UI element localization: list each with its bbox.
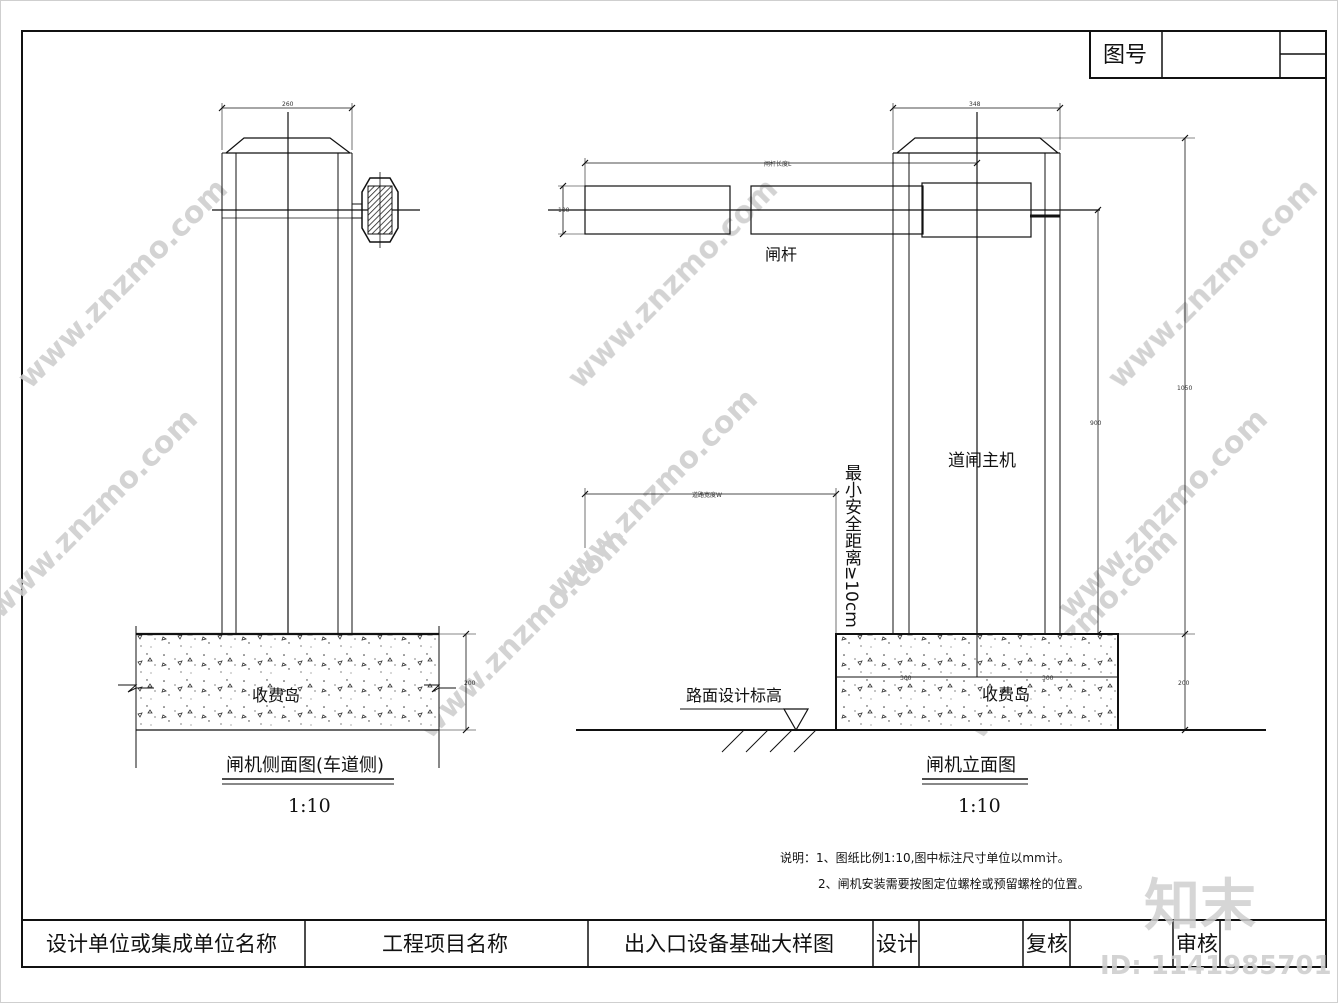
side-island-block: [136, 634, 439, 730]
design-unit-cell: 设计单位或集成单位名称: [46, 932, 277, 956]
side-width-dim: 260: [282, 101, 294, 108]
project-name-cell: 工程项目名称: [382, 932, 508, 956]
brand-logo: 知末: [1144, 874, 1256, 939]
drawing-number-box: 图号: [1089, 30, 1327, 79]
road-level-label: 路面设计标高: [686, 686, 782, 705]
design-cell: 设计: [876, 932, 918, 956]
side-view: 260 200 收费岛: [118, 101, 476, 817]
base-right-dim: 300: [1042, 675, 1054, 682]
drawing-number-label: 图号: [1103, 43, 1147, 68]
review-cell: 审核: [1176, 932, 1218, 956]
elevation-view-scale: 1:10: [958, 795, 1001, 817]
note-line-1: 说明：1、图纸比例1:10,图中标注尺寸单位以mm计。: [780, 850, 1070, 865]
title-block: 设计单位或集成单位名称 工程项目名称 出入口设备基础大样图 设计 复核 审核: [22, 919, 1326, 967]
elevation-view-title: 闸机立面图: [926, 755, 1016, 776]
boom-label: 闸杆: [765, 245, 797, 264]
side-view-title: 闸机侧面图(车道侧): [226, 755, 384, 776]
ground-hatch: [721, 729, 817, 753]
side-height-dim: 200: [464, 680, 476, 687]
safe-distance-label: 最小安全距离≥10cm: [841, 464, 862, 628]
total-height-dim: 1050: [1177, 385, 1192, 392]
boom-height-dim: 900: [1090, 420, 1102, 427]
elev-width-dim: 348: [969, 101, 981, 108]
side-island-label: 收费岛: [252, 686, 300, 705]
boom-arm: [548, 182, 1100, 238]
image-id-label: ID: 1141985701: [1100, 951, 1332, 981]
boom-length-dim: 闸杆长度L: [764, 160, 792, 168]
road-width-dim: 道路宽度W: [692, 491, 722, 499]
elevation-view: 348 闸杆长度L 100 闸杆 道闸主机: [548, 101, 1266, 817]
boom-cross-section: [351, 172, 399, 248]
side-view-scale: 1:10: [288, 795, 331, 817]
base-left-dim: 300: [900, 675, 912, 682]
boom-thickness-dim: 100: [558, 207, 570, 214]
base-height-dim: 200: [1178, 680, 1190, 687]
main-unit-label: 道闸主机: [948, 451, 1016, 471]
elev-island-label: 收费岛: [982, 685, 1030, 704]
drawing-frame: [21, 30, 1327, 968]
note-line-2: 2、闸机安装需要按图定位螺栓或预留螺栓的位置。: [818, 876, 1090, 891]
check-cell: 复核: [1026, 932, 1068, 956]
drawing-title-cell: 出入口设备基础大样图: [624, 932, 834, 956]
